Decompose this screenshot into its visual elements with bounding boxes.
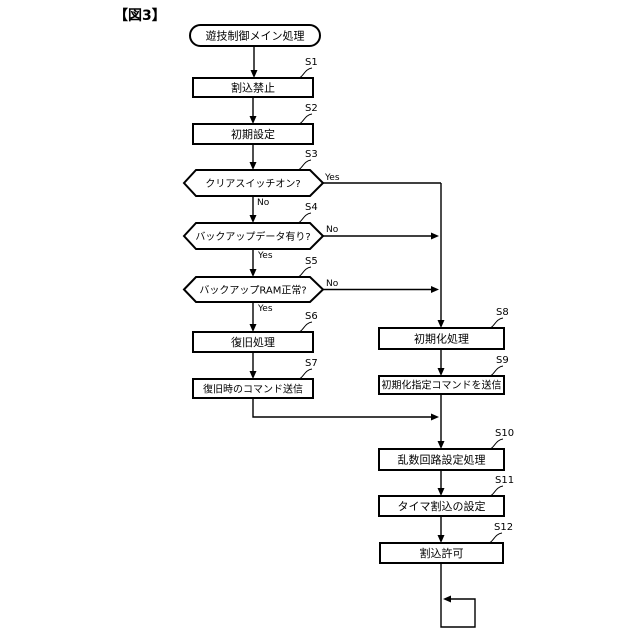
figure-label: 【図3】 [114,8,166,24]
step-id-s11: S11 [495,475,514,486]
leader-s2 [296,113,313,125]
connector-s7-merge [252,398,431,418]
step-id-s1: S1 [305,57,318,68]
process-s6 [192,331,314,353]
leader-s6 [296,321,313,333]
arrowhead-down-icon [249,116,257,124]
leader-s12 [486,532,503,544]
decision-s3-label: クリアスイッチオン? [205,178,300,190]
leader-s3 [295,159,312,171]
arrowhead-down-icon [437,441,445,449]
connectors [249,46,476,628]
process-s8 [378,327,505,350]
arrowhead-left-icon [443,595,451,603]
process-s2 [192,123,314,145]
process-s12 [379,542,504,564]
leader-s10 [487,438,504,450]
arrowhead-down-icon [249,371,257,379]
branch-s5-yes: Yes [257,304,273,314]
decision-s4 [182,222,325,250]
step-id-s5: S5 [305,256,318,267]
process-s9 [378,375,505,395]
step-id-s3: S3 [305,149,318,160]
branch-s3-no: No [257,198,270,208]
step-id-s8: S8 [496,307,509,318]
arrowhead-down-icon [249,162,257,170]
arrowhead-down-icon [437,488,445,496]
process-s6-label: 復旧処理 [231,336,275,349]
step-id-s12: S12 [494,522,513,533]
process-s8-label: 初期化処理 [414,332,469,346]
arrowhead-down-icon [249,269,257,277]
step-id-s9: S9 [496,355,509,366]
branch-s3-yes: Yes [324,173,340,183]
arrowhead-right-icon [431,413,439,421]
arrowhead-right-icon [431,232,439,240]
arrowhead-down-icon [437,535,445,543]
process-s7-label: 復旧時のコマンド送信 [203,383,303,396]
arrowhead-down-icon [437,368,445,376]
arrowhead-down-icon [249,324,257,332]
process-s10-label: 乱数回路設定処理 [398,453,486,467]
leader-s7 [296,368,313,380]
leader-s1 [296,67,313,79]
leader-s11 [487,485,504,497]
branch-labels: Yes No No Yes No Yes [257,173,340,314]
terminal-start [189,24,321,47]
branch-s4-no: No [326,225,339,235]
arrowhead-right-icon [431,286,439,293]
nodes: 遊技制御メイン処理 割込禁止 初期設定 クリアスイッチオン? バックアップデータ… [182,24,505,564]
terminal-start-label: 遊技制御メイン処理 [206,29,305,43]
leader-s4 [295,212,312,224]
process-s10 [378,448,505,471]
step-id-s6: S6 [305,311,318,322]
process-s12-label: 割込許可 [420,546,464,560]
process-s11 [378,495,505,517]
step-id-s7: S7 [305,358,318,369]
branch-s5-no: No [326,279,339,289]
process-s9-label: 初期化指定コマンドを送信 [382,379,502,392]
arrowhead-down-icon [250,70,258,78]
decision-s5-label: バックアップRAM正常? [199,284,306,297]
process-s1 [192,77,314,98]
arrowhead-down-icon [249,215,257,223]
decision-s3 [182,169,325,197]
process-s1-label: 割込禁止 [231,81,275,95]
leader-s5 [295,266,312,278]
decision-s5 [182,276,325,303]
process-s11-label: タイマ割込の設定 [398,499,486,513]
step-id-s4: S4 [305,202,318,213]
process-s7 [192,378,314,399]
decision-s4-label: バックアップデータ有り? [195,230,310,243]
leader-s9 [487,365,504,377]
connector-loop [440,563,476,628]
step-ids: S1 S2 S3 S4 S5 S6 S7 S8 S9 S10 S11 S12 [295,57,514,544]
process-s2-label: 初期設定 [231,127,275,141]
leader-s8 [487,317,504,329]
branch-s4-yes: Yes [257,251,273,261]
step-id-s10: S10 [495,428,514,439]
step-id-s2: S2 [305,103,318,114]
arrowhead-down-icon [437,320,445,328]
